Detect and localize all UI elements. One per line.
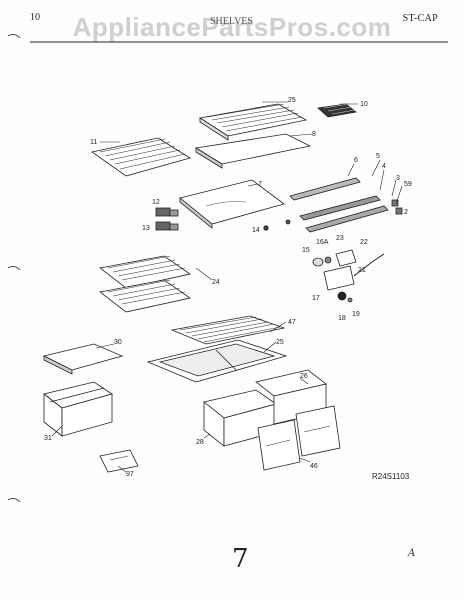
callout-23: 23	[336, 235, 344, 242]
callout-5: 5	[376, 153, 380, 160]
callout-3: 3	[396, 175, 400, 182]
callout-30: 30	[114, 339, 122, 346]
callout-6: 6	[354, 157, 358, 164]
callout-21: 21	[358, 267, 366, 274]
callout-15: 15	[302, 247, 310, 254]
callout-10: 10	[360, 101, 368, 108]
callout-14: 14	[252, 227, 260, 234]
callout-16A: 16A	[316, 239, 329, 246]
reference-code: R24S1103	[372, 472, 410, 481]
part-24-shelf-pair	[99, 255, 191, 313]
callout-31: 31	[44, 435, 52, 442]
part-31-meat-pan	[43, 381, 113, 437]
part-97-pan-front	[99, 449, 139, 473]
part-4-rail	[305, 205, 389, 233]
part-14-screw	[263, 225, 269, 231]
part-25-crisper-frame	[146, 339, 288, 383]
callout-46: 46	[310, 463, 318, 470]
part-47-crisper-grille	[170, 315, 286, 345]
binder-mark	[7, 266, 21, 271]
handwritten-initials: A	[408, 548, 416, 559]
callout-13: 13	[142, 225, 150, 232]
callout-17: 17	[312, 295, 320, 302]
part-6-rail	[289, 177, 361, 201]
callout-12: 12	[152, 199, 160, 206]
leader-lines	[51, 101, 403, 473]
callout-59: 59	[404, 181, 412, 188]
callout-labels: 25 10 8 11 7 6 5 4 3 59 2 12 13 14 23 22…	[44, 97, 412, 478]
model-code: ST-CAP	[402, 13, 438, 24]
handwritten-number: 7	[232, 544, 249, 574]
callout-25: 25	[276, 339, 284, 346]
callout-22: 22	[360, 239, 368, 246]
part-2-3-clips	[285, 199, 403, 225]
page-number: 10	[30, 12, 40, 23]
callout-24: 24	[212, 279, 220, 286]
part-46-drawer-fronts	[257, 405, 341, 471]
callout-18: 18	[338, 315, 346, 322]
part-5-rail	[299, 195, 381, 221]
part-30-pan-cover	[42, 343, 124, 375]
callout-9: 25	[288, 97, 296, 104]
part-8-shelf-plate	[194, 133, 312, 169]
callout-7: 7	[258, 181, 262, 188]
watermark-logo: AppliancePartsPros.com	[72, 12, 392, 42]
part-10-small-grille	[317, 103, 357, 118]
part-12-13-brackets	[155, 207, 179, 231]
callout-26: 26	[300, 373, 308, 380]
callout-4: 4	[382, 163, 386, 170]
section-title: SHELVES	[210, 16, 253, 27]
callout-11: 11	[90, 139, 97, 146]
callout-97: 97	[126, 471, 134, 478]
binder-mark	[7, 498, 21, 503]
part-11-wire-shelf	[91, 137, 191, 177]
part-7-crisper-cover	[179, 179, 285, 229]
callout-19: 19	[352, 311, 360, 318]
callout-8: 8	[312, 131, 316, 138]
callout-47: 47	[288, 319, 296, 326]
binder-mark	[7, 34, 21, 39]
part-control-assembly	[312, 249, 385, 303]
callout-28: 28	[196, 439, 204, 446]
part-9-wire-shelf	[198, 103, 308, 141]
callout-2: 2	[404, 209, 408, 216]
